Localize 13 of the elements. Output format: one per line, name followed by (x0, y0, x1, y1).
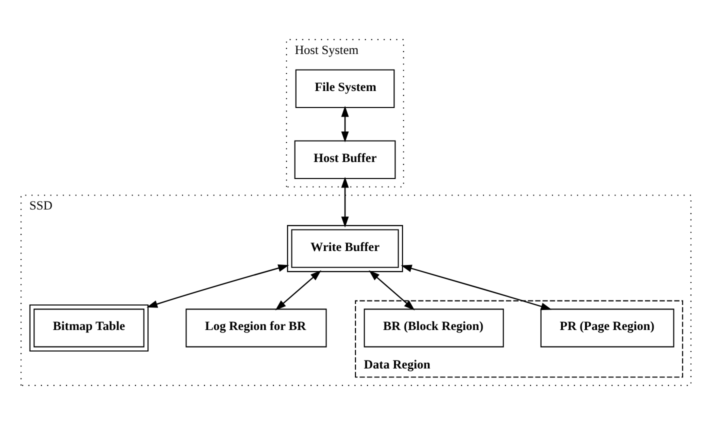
node-box: File System (295, 69, 395, 108)
node-box: BR (Block Region) (364, 308, 504, 348)
arrow (400, 264, 552, 310)
node-box: Bitmap Table (29, 304, 149, 352)
arrow (341, 106, 349, 142)
node-box: Write Buffer (287, 225, 404, 272)
node-box: PR (Page Region) (540, 308, 674, 348)
node-box: Log Region for BR (186, 308, 327, 348)
arrow (146, 264, 290, 308)
node-box: Host Buffer (294, 140, 396, 180)
arrow (275, 270, 322, 310)
arrow (368, 270, 415, 310)
arrow (341, 176, 349, 228)
